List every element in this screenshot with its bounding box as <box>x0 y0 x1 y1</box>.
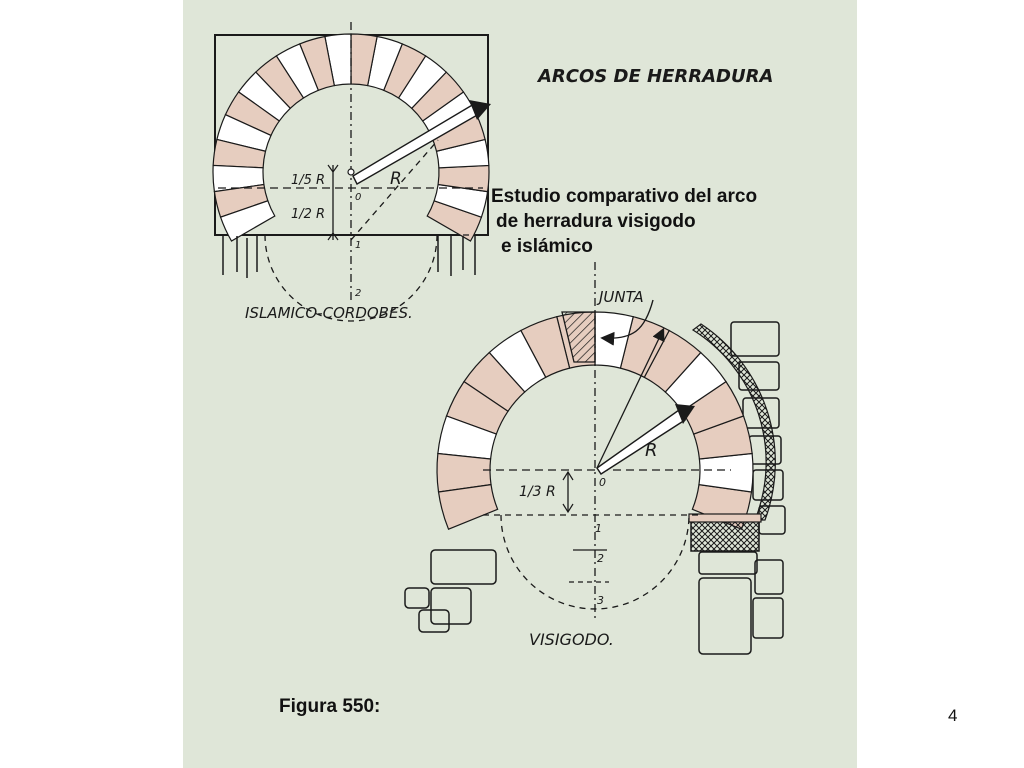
junta-arrow <box>600 299 654 346</box>
voussoir <box>698 452 754 493</box>
visigothic-pier-stones <box>404 549 784 655</box>
islamic-arch: R 1/5 R 1/2 R 0 1 2 ISLAMICO-CORDOBES. <box>212 22 491 322</box>
visigothic-radius-arrow <box>596 327 695 475</box>
diagram-title: ARCOS DE HERRADURA <box>536 66 773 87</box>
visigothic-arch: JUNTA R 1/3 R 0 1 2 3 VISIGODO. <box>404 262 786 655</box>
islamic-arch-label: ISLAMICO-CORDOBES. <box>245 304 413 322</box>
visigothic-point-3: 3 <box>597 594 604 607</box>
islamic-point-0: 0 <box>355 192 361 203</box>
visigothic-key-joint <box>561 311 596 363</box>
diagram-subtitle-line-2: de herradura visigodo <box>496 211 696 232</box>
islamic-fraction-half: 1/2 R <box>291 207 325 222</box>
visigothic-fraction-third: 1/3 R <box>519 484 556 500</box>
islamic-radius-arrow <box>347 100 491 185</box>
islamic-point-1: 1 <box>355 240 361 251</box>
islamic-radius-label: R <box>390 169 402 189</box>
visigothic-point-2: 2 <box>597 552 604 565</box>
visigothic-arch-label: VISIGODO. <box>529 630 614 649</box>
visigothic-impost-cap <box>688 513 762 523</box>
islamic-fraction-fifth: 1/5 R <box>291 173 325 188</box>
islamic-point-2: 2 <box>355 288 361 299</box>
visigothic-voussoirs <box>436 311 754 530</box>
figure-caption: Figura 550: <box>279 696 380 717</box>
visigothic-radius-label: R <box>645 440 658 461</box>
islamic-jambs <box>222 236 476 278</box>
voussoir <box>219 200 276 242</box>
visigothic-point-0: 0 <box>599 476 606 489</box>
horseshoe-arch-diagram: R 1/5 R 1/2 R 0 1 2 ISLAMICO-CORDOBES. A… <box>212 22 786 717</box>
islamic-construction-lines <box>218 22 483 322</box>
visigothic-point-1: 1 <box>595 522 602 535</box>
diagram-subtitle-line-1: Estudio comparativo del arco <box>491 186 757 207</box>
diagram-subtitle-line-3: e islámico <box>501 236 593 257</box>
visigothic-joint-label: JUNTA <box>596 288 644 306</box>
voussoir <box>437 483 499 530</box>
page-number: 4 <box>948 706 958 725</box>
islamic-voussoirs <box>212 33 490 242</box>
